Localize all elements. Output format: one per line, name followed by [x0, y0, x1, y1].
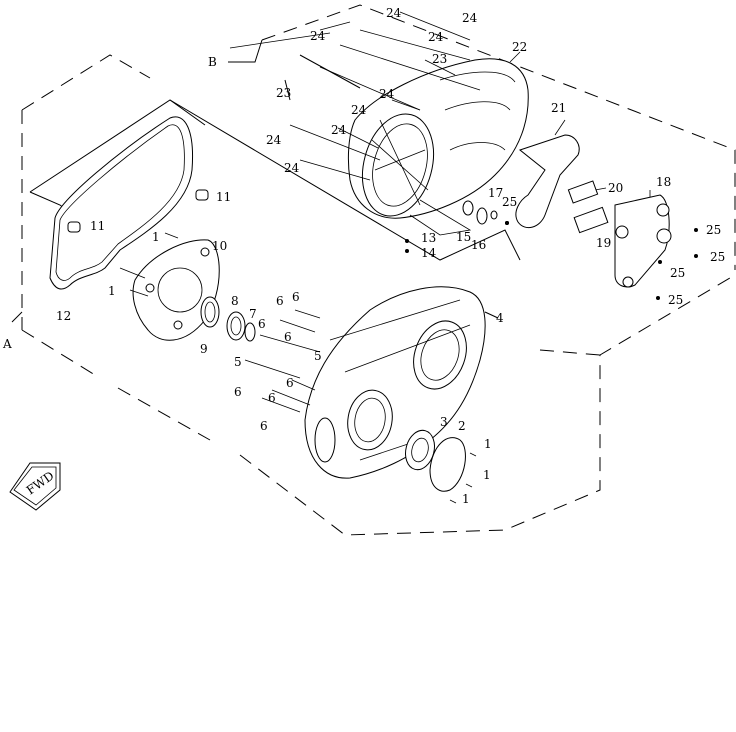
crankcase [304, 286, 486, 479]
callout-1: 1 [152, 230, 160, 244]
callout-25: 25 [710, 250, 725, 264]
callout-1: 1 [484, 437, 492, 451]
oil-seal-and-bearing [200, 296, 256, 342]
callout-1: 1 [483, 468, 491, 482]
callout-9: 9 [200, 342, 208, 356]
callout-6: 6 [276, 294, 284, 308]
bolts [119, 221, 698, 504]
callout-15: 15 [456, 230, 471, 244]
long-bolts [289, 11, 481, 181]
callout-1: 1 [108, 284, 116, 298]
callout-6: 6 [268, 391, 276, 405]
callout-24: 24 [386, 6, 402, 20]
callout-6: 6 [234, 385, 242, 399]
callout-3: 3 [440, 415, 448, 429]
callout-6: 6 [258, 317, 266, 331]
callout-7: 7 [249, 307, 257, 321]
fwd-direction-arrow [9, 462, 61, 511]
callout-25: 25 [502, 195, 517, 209]
callout-5: 5 [234, 355, 242, 369]
cover-gasket [49, 116, 194, 290]
callout-6: 6 [260, 419, 268, 433]
callout-24: 24 [379, 87, 395, 101]
callout-19: 19 [596, 236, 611, 250]
callout-23: 23 [276, 86, 291, 100]
callout-6: 6 [284, 330, 292, 344]
callout-8: 8 [231, 294, 239, 308]
callout-24: 24 [310, 29, 326, 43]
callout-1: 1 [462, 492, 470, 506]
callout-25: 25 [706, 223, 721, 237]
callout-24: 24 [266, 133, 282, 147]
callout-13: 13 [421, 231, 436, 245]
mounting-bracket [515, 134, 672, 288]
callout-6: 6 [292, 290, 300, 304]
callout-24: 24 [351, 103, 367, 117]
callout-12: 12 [56, 309, 71, 323]
callout-2: 2 [458, 419, 466, 433]
small-parts [405, 200, 509, 253]
callout-21: 21 [551, 101, 566, 115]
callout-25: 25 [670, 266, 685, 280]
callout-4: 4 [496, 311, 504, 325]
callout-25: 25 [668, 293, 683, 307]
callout-22: 22 [512, 40, 527, 54]
callout-20: 20 [608, 181, 623, 195]
callout-6: 6 [286, 376, 294, 390]
callout-24: 24 [331, 123, 347, 137]
callout-10: 10 [212, 239, 227, 253]
callout-24: 24 [284, 161, 300, 175]
callout-24: 24 [428, 30, 444, 44]
callout-16: 16 [471, 238, 486, 252]
callout-11: 11 [90, 219, 105, 233]
right-seal-and-plate [405, 429, 466, 492]
section-label-b: B [208, 55, 217, 69]
callout-24: 24 [462, 11, 478, 25]
callout-11: 11 [216, 190, 231, 204]
callout-23: 23 [432, 52, 447, 66]
bushings [67, 189, 209, 233]
dashed-outline-frame [21, 4, 736, 536]
callout-14: 14 [421, 246, 437, 260]
cover-plate [132, 239, 220, 341]
callout-17: 17 [488, 186, 503, 200]
callout-labels: 1 1 1 1 1 2 3 4 5 5 6 6 6 6 6 6 6 6 7 8 … [56, 6, 725, 506]
section-label-a: A [2, 337, 12, 351]
callout-5: 5 [314, 349, 322, 363]
callout-18: 18 [656, 175, 671, 189]
